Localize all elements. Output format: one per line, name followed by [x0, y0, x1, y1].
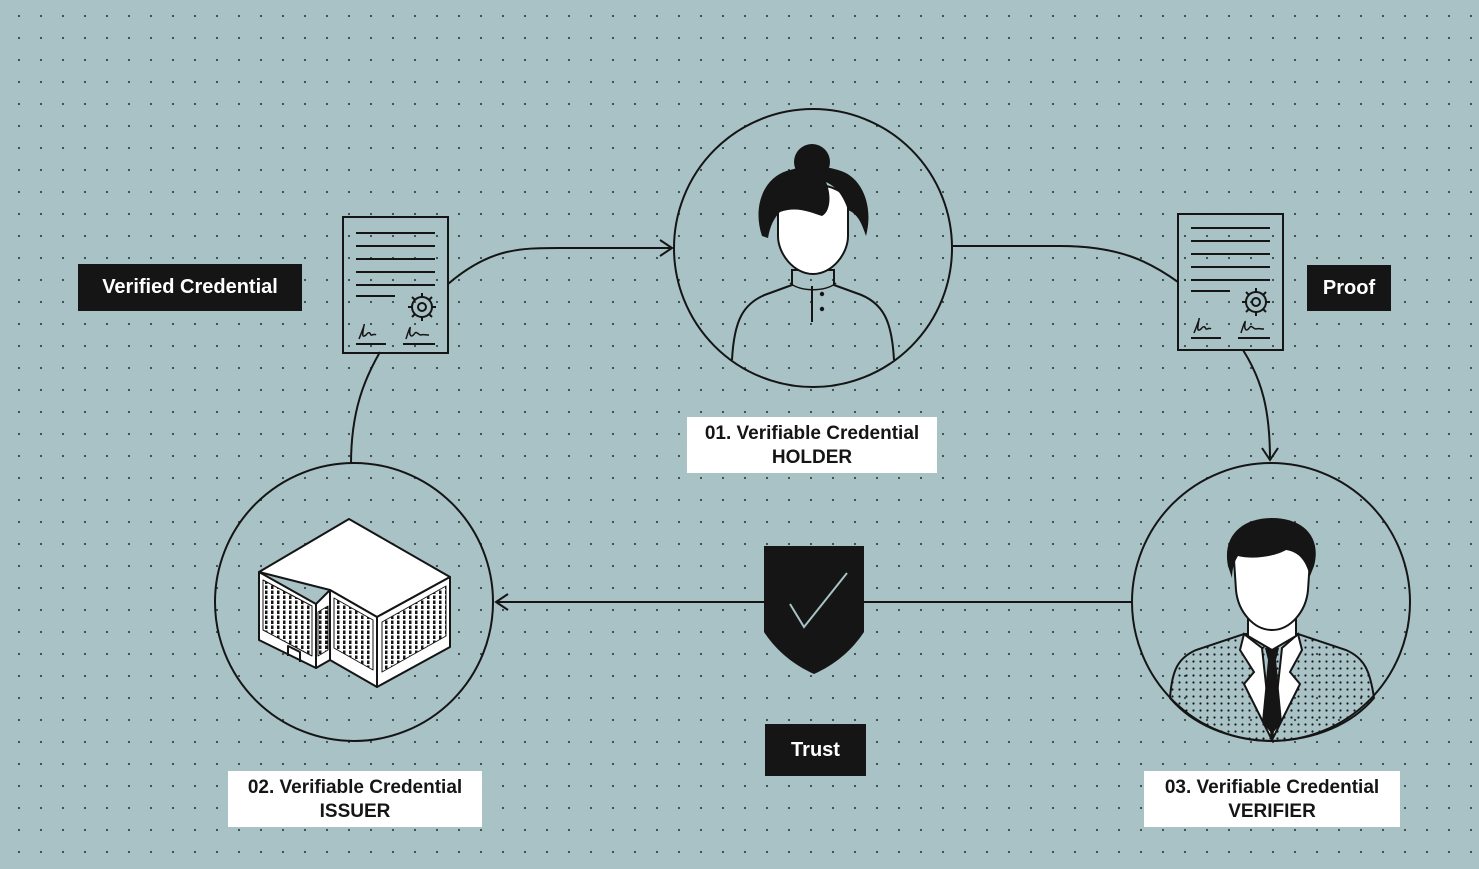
- connector-proof-to-verifier: [1242, 349, 1271, 461]
- issuer-caption: 02. Verifiable Credential ISSUER: [228, 771, 482, 827]
- holder-caption: 01. Verifiable Credential HOLDER: [687, 417, 937, 473]
- seal-icon: [408, 293, 436, 321]
- holder-caption-title: 01. Verifiable Credential: [704, 423, 920, 444]
- arrowhead-holder: [659, 239, 674, 257]
- verified-credential-tag: Verified Credential: [78, 264, 302, 311]
- verifier-node: [1131, 462, 1411, 743]
- verifier-caption: 03. Verifiable Credential VERIFIER: [1144, 771, 1400, 827]
- holder-node: [673, 108, 953, 388]
- credential-document-icon: [342, 216, 449, 354]
- connector-credential-to-holder: [447, 247, 672, 285]
- arrowhead-issuer: [494, 593, 509, 611]
- arrowhead-verifier: [1261, 447, 1279, 462]
- proof-tag: Proof: [1307, 265, 1391, 311]
- connector-issuer-to-credential: [350, 351, 381, 465]
- building-icon: [258, 518, 451, 688]
- seal-icon: [1242, 288, 1270, 316]
- trust-tag: Trust: [765, 724, 866, 776]
- person-man-icon: [1168, 518, 1376, 743]
- shield-check-icon: [764, 546, 864, 674]
- connector-holder-to-proof: [953, 245, 1179, 283]
- holder-caption-role: HOLDER: [771, 447, 853, 468]
- issuer-caption-title: 02. Verifiable Credential: [247, 777, 463, 798]
- verifier-caption-title: 03. Verifiable Credential: [1164, 777, 1380, 798]
- proof-document-icon: [1177, 213, 1284, 351]
- issuer-node: [214, 462, 494, 742]
- person-woman-icon: [731, 144, 895, 361]
- verifier-caption-role: VERIFIER: [1228, 801, 1316, 822]
- issuer-caption-role: ISSUER: [319, 801, 391, 822]
